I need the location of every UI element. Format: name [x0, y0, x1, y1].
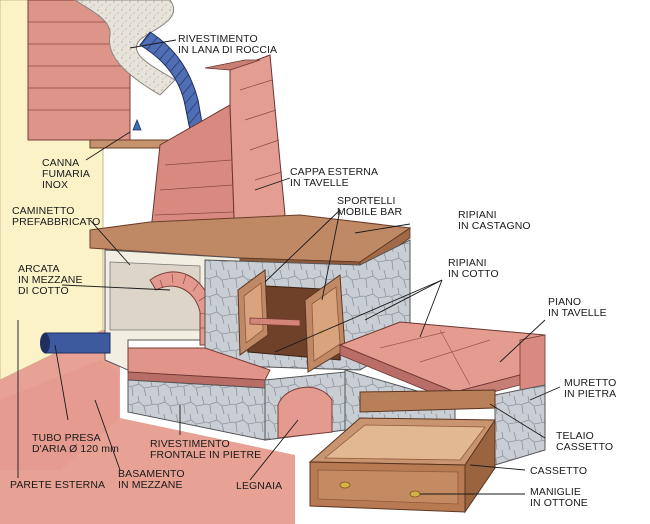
cotto-front-shelf [127, 347, 271, 381]
air-intake-pipe [44, 332, 111, 354]
label-external-hood: CAPPA ESTERNA IN TAVELLE [290, 166, 379, 189]
brass-handle-right [409, 490, 421, 498]
label-wood-store: LEGNAIA [236, 480, 283, 492]
label-prefab-fireplace: CAMINETTO PREFABBRICATO [12, 205, 101, 228]
bar-door-right-panel [311, 286, 341, 362]
label-drawer: CASSETTO [530, 465, 588, 477]
label-rock-wool: RIVESTIMENTO IN LANA DI ROCCIA [178, 33, 278, 56]
air-intake-pipe-end [40, 333, 50, 353]
label-base: BASAMENTO IN MEZZANE [118, 468, 185, 491]
cotto-inner-shelf [249, 317, 301, 327]
brass-handle-left [339, 481, 351, 489]
label-drawer-frame: TELAIO CASSETTO [556, 430, 614, 453]
label-cotto-shelves: RIPIANI IN COTTO [448, 257, 499, 280]
rock-wool-insulation [74, 0, 176, 96]
wood-store-arch [277, 386, 333, 439]
chimney-cap [132, 118, 142, 131]
label-stone-wall: MURETTO IN PIETRA [564, 377, 617, 400]
floor-tiles-band [0, 360, 118, 470]
steel-chimney-pipe [139, 31, 206, 141]
bar-door-left-panel [243, 282, 264, 344]
upper-brick-wall [27, 0, 131, 141]
hood-top-cap [204, 59, 261, 71]
fireplace-inner [109, 261, 201, 331]
label-bar-doors: SPORTELLI MOBILE BAR [337, 195, 403, 218]
drawer-frame [359, 389, 496, 413]
label-chestnut-shelves: RIPIANI IN CASTAGNO [458, 209, 531, 232]
label-external-wall: PARETE ESTERNA [10, 479, 106, 491]
label-air-intake: TUBO PRESA D'ARIA Ø 120 mm [32, 432, 119, 455]
label-front-stone: RIVESTIMENTO FRONTALE IN PIETRE [150, 438, 262, 461]
drawer-inner [323, 424, 486, 461]
label-chimney-pipe: CANNA FUMARIA INOX [42, 157, 90, 191]
leader-lines [17, 39, 561, 495]
drawer-front-panel [317, 469, 459, 505]
label-brick-arch: ARCATA IN MEZZANE DI COTTO [18, 263, 83, 297]
label-tile-top: PIANO IN TAVELLE [548, 296, 607, 319]
label-brass-handles: MANIGLIE IN OTTONE [530, 486, 588, 509]
